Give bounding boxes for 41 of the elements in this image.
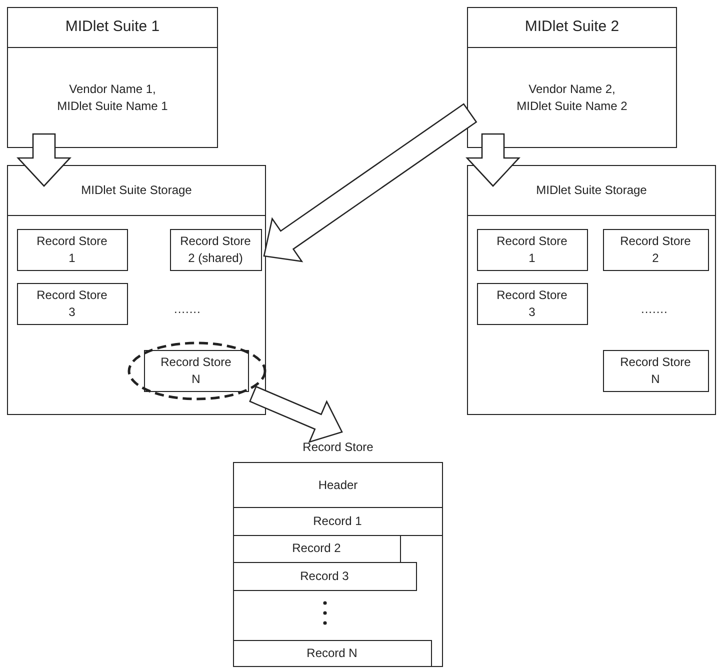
record-box: [232, 640, 432, 666]
suite-title: MIDlet Suite 1: [65, 17, 160, 38]
record-store-label: Record Store 1: [36, 233, 108, 266]
record-store-box: [170, 228, 262, 270]
block-arrow: [16, 133, 72, 187]
suite-box: [7, 7, 218, 148]
record-box: [232, 562, 416, 590]
suite-title: MIDlet Suite 2: [524, 17, 620, 38]
suite-name: Vendor Name 1, MIDlet Suite Name 1: [56, 81, 169, 114]
record-store-label: Record Store 2: [619, 233, 692, 266]
ellipsis-label: .......: [174, 302, 201, 316]
record-store-label: Record Store 2 (shared): [179, 233, 252, 266]
block-arrow: [263, 103, 478, 262]
block-arrow: [466, 133, 520, 187]
record-store-box: [602, 228, 708, 270]
storage-title: MIDlet Suite Storage: [81, 182, 192, 199]
record-store-label: Record Store N: [619, 354, 692, 387]
record-store-box: [16, 228, 128, 270]
ellipsis-label: .......: [641, 302, 668, 316]
record-store-title: Record Store: [302, 440, 374, 454]
record-label: Record N: [306, 644, 358, 662]
record-store-box: [476, 228, 588, 270]
record-store-box: [144, 350, 248, 392]
storage-box: [7, 165, 266, 415]
record-store-label: Record Store 3: [496, 287, 568, 320]
suite-name: Vendor Name 2, MIDlet Suite Name 2: [516, 81, 628, 114]
record-store-box: [233, 462, 443, 667]
header-label: Header: [318, 476, 358, 494]
block-arrow: [249, 386, 343, 444]
record-label: Record 1: [313, 512, 362, 530]
suite-box: [467, 7, 677, 148]
record-store-label: Record Store 1: [496, 233, 568, 266]
record-store-box: [16, 282, 128, 324]
storage-title: MIDlet Suite Storage: [536, 182, 647, 199]
record-store-label: Record Store N: [160, 354, 232, 387]
record-store-box: [602, 350, 708, 392]
storage-box: [467, 165, 716, 415]
record-store-box: [476, 282, 588, 324]
record-label: Record 2: [292, 540, 341, 557]
record-store-label: Record Store 3: [36, 287, 108, 320]
record-label: Record 3: [300, 568, 349, 584]
